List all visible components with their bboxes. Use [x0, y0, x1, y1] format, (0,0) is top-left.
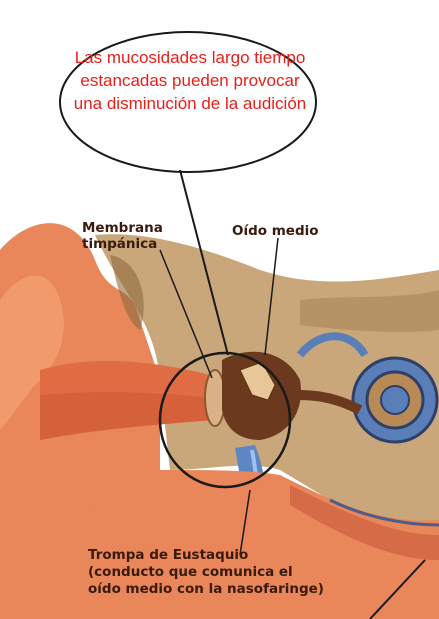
label-trompa-eustaquio: Trompa de Eustaquio (conducto que comuni…	[88, 547, 328, 598]
label-membrana-timpanica: Membrana timpánica	[82, 220, 192, 252]
callout-text: Las mucosidades largo tiempo estancadas …	[70, 46, 310, 115]
cochlea-inner	[381, 386, 409, 414]
label-oido-medio: Oído medio	[232, 223, 319, 239]
